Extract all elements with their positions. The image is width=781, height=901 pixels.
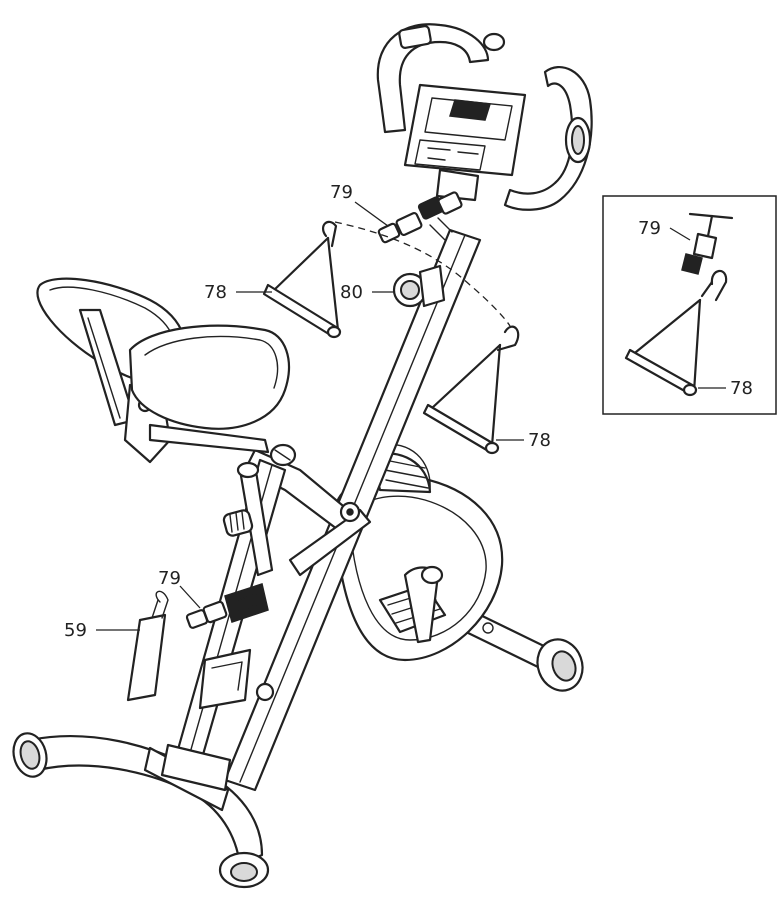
inset-detail-box: 79 78 xyxy=(602,195,777,415)
front-stabilizer xyxy=(12,732,270,889)
handle-left xyxy=(262,220,342,339)
resistance-knob xyxy=(392,264,446,308)
callout-78-right: 78 xyxy=(528,430,551,451)
rear-stabilizer xyxy=(460,608,584,692)
callout-79-top: 79 xyxy=(330,182,353,203)
pedal-right xyxy=(378,565,447,644)
seat-post xyxy=(222,443,297,577)
top-cable-connectors xyxy=(377,191,463,244)
callout-79-bottom: 79 xyxy=(158,568,181,589)
ankle-strap xyxy=(126,590,169,702)
lower-cable-connectors xyxy=(185,583,269,629)
handle-right xyxy=(422,325,520,455)
inset-callout-79: 79 xyxy=(638,218,661,239)
handlebar-assembly xyxy=(376,23,593,211)
callout-78-left: 78 xyxy=(204,282,227,303)
front-foot-bracket xyxy=(198,648,252,710)
flywheel-vent-grille xyxy=(384,459,429,489)
callout-59: 59 xyxy=(64,620,87,641)
inset-callout-78: 78 xyxy=(730,378,753,399)
cable-routing-line xyxy=(334,221,511,327)
seat-and-backrest xyxy=(36,277,290,464)
callout-80: 80 xyxy=(340,282,363,303)
